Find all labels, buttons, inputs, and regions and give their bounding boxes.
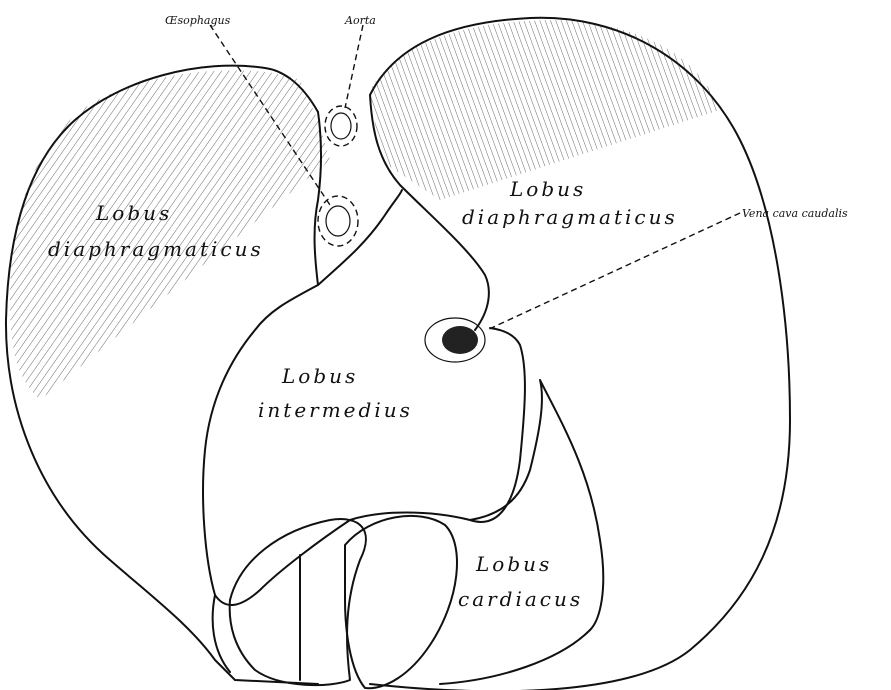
label-cardiac-1: Lobus: [475, 552, 552, 576]
ventral-lobe-right: [345, 516, 457, 688]
label-intermediate-2: intermedius: [258, 398, 413, 422]
aorta-leader: [345, 25, 363, 108]
label-right-lobe-1: Lobus: [509, 177, 586, 201]
label-left-lobe-2: diaphragmaticus: [48, 237, 264, 261]
esophagus-inner: [326, 206, 350, 236]
esophagus-circle: [318, 196, 358, 246]
label-aorta: Aorta: [344, 14, 376, 27]
vena-cava-lumen: [442, 326, 478, 354]
label-right-lobe-2: diaphragmaticus: [462, 205, 678, 229]
label-intermediate-1: Lobus: [281, 364, 358, 388]
aorta-inner: [331, 113, 351, 139]
label-cardiac-2: cardiacus: [458, 587, 583, 611]
label-vena-cava: Vena cava caudalis: [742, 207, 848, 220]
label-left-lobe-1: Lobus: [95, 201, 172, 225]
vena-cava-leader: [487, 213, 740, 330]
label-esophagus: Œsophagus: [165, 14, 231, 27]
aorta-circle: [325, 106, 357, 146]
